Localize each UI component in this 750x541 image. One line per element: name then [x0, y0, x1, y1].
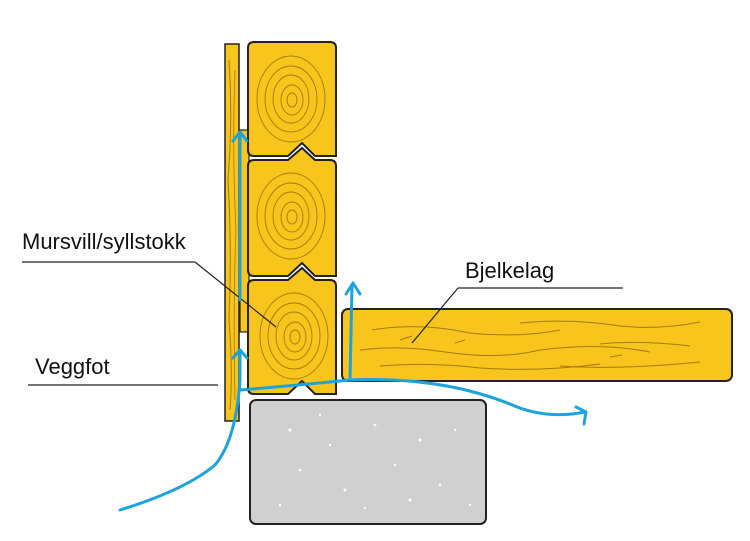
sill-log	[247, 266, 337, 395]
cladding-board	[224, 43, 240, 422]
airflow-arrow-icon	[118, 130, 588, 512]
wall-log-top	[247, 41, 337, 157]
label-veggfot: Veggfot	[35, 354, 110, 379]
label-mursvill: Mursvill/syllstokk	[22, 229, 186, 254]
concrete-foundation	[249, 399, 487, 525]
floor-joist	[341, 308, 733, 382]
label-bjelkelag: Bjelkelag	[465, 258, 555, 283]
wall-log-middle	[247, 146, 337, 277]
leader-lines	[22, 261, 623, 386]
